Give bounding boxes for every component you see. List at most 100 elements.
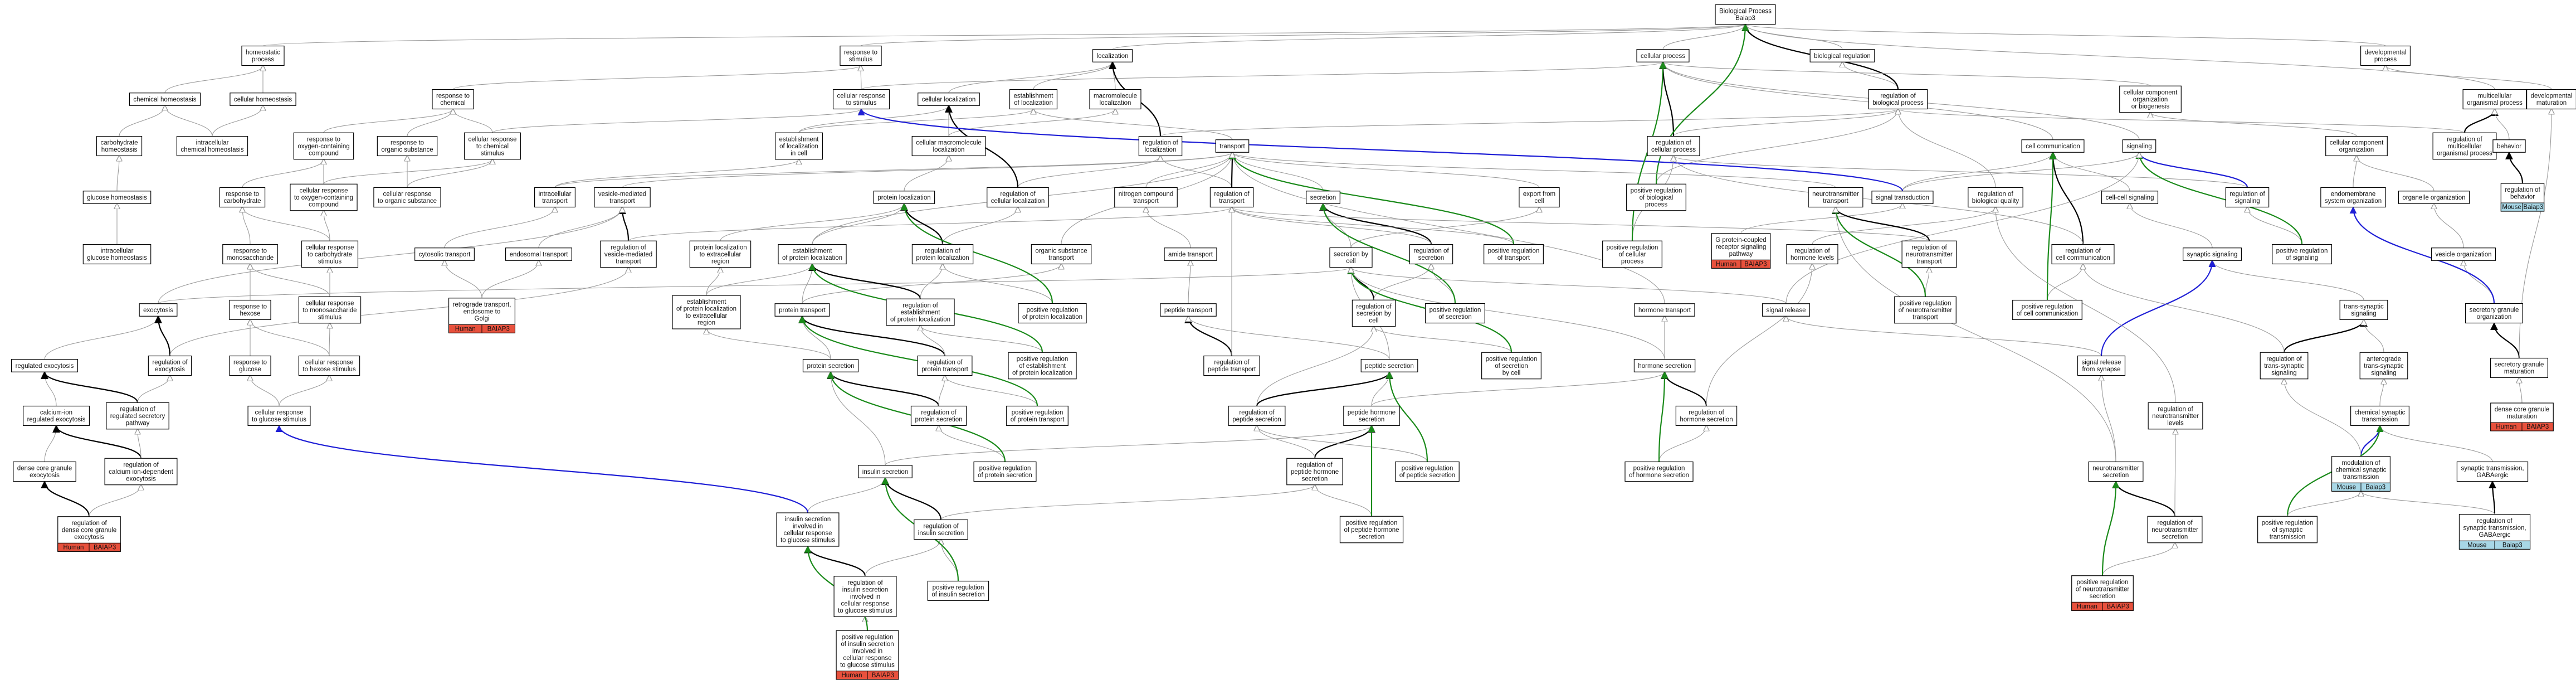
go-term-transport[interactable]: transport: [1215, 139, 1250, 153]
go-term-peptrans[interactable]: peptide transport: [1160, 303, 1217, 317]
go-term-cp[interactable]: cellular process: [1636, 49, 1690, 62]
go-term-signaling[interactable]: signaling: [2122, 139, 2157, 153]
go-term-regexo[interactable]: regulated exocytosis: [11, 359, 79, 372]
go-term-inssec[interactable]: insulin secretion: [858, 465, 913, 478]
go-term-pepsec[interactable]: peptide secretion: [1360, 359, 1418, 372]
go-term-sigrel[interactable]: signal release: [1762, 303, 1811, 317]
go-term-protsec[interactable]: protein secretion: [802, 359, 859, 372]
go-term-hormtrans[interactable]: hormone transport: [1634, 303, 1695, 317]
go-term-prottrans[interactable]: protein transport: [774, 303, 830, 317]
go-term-behavior[interactable]: behavior: [2492, 139, 2526, 153]
go-term-amide[interactable]: amide transport: [1164, 247, 1217, 261]
go-term-glch[interactable]: glucose homeostasis: [82, 191, 152, 204]
go-term-cyttrans[interactable]: cytosolic transport: [414, 247, 475, 261]
go-term-vesorg[interactable]: vesicle organization: [2431, 247, 2496, 261]
go-term-chemh[interactable]: chemical homeostasis: [129, 93, 201, 106]
go-term-sigtrans[interactable]: signal transduction: [1871, 191, 1934, 204]
go-term-cloc[interactable]: cellular localization: [918, 93, 980, 106]
go-term-protloc[interactable]: protein localization: [873, 191, 935, 204]
go-term-secretion[interactable]: secretion: [1306, 191, 1340, 204]
go-term-synsig[interactable]: synaptic signaling: [2183, 247, 2242, 261]
